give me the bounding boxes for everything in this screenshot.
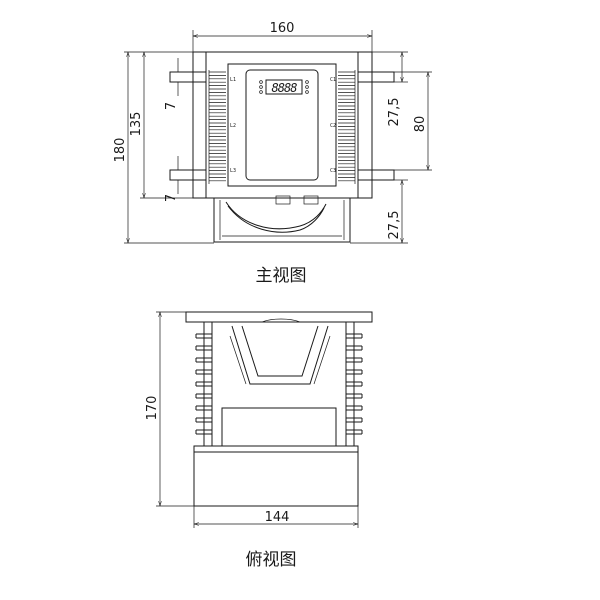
dim-label-right-upper: 27,5 — [387, 98, 402, 127]
heatsink-fins-right — [338, 70, 356, 184]
dim-top-height-170: 170 — [145, 311, 194, 507]
terminal-c1: C1 — [330, 77, 336, 83]
dim-right: 27,5 80 27,5 — [350, 51, 432, 244]
terminal-l1: L1 — [230, 77, 236, 83]
terminal-labels-right: C1 C2 C3 — [330, 77, 336, 174]
display-digits: 8888 — [272, 81, 298, 95]
terminal-c3: C3 — [330, 168, 336, 174]
terminal-l3: L3 — [230, 168, 236, 174]
dim-label-body-height: 135 — [129, 112, 144, 137]
top-heatsink-fins-left — [195, 322, 212, 446]
dim-label-top-height: 170 — [145, 396, 160, 421]
digital-display: 8888 — [259, 79, 309, 95]
dim-label-total-height: 180 — [113, 138, 128, 163]
dim-top-width-144: 144 — [193, 506, 359, 528]
heatsink-fins-left — [208, 70, 226, 184]
front-view-caption: 主视图 — [256, 266, 307, 286]
dim-spacing-7-upper: 7 — [164, 102, 179, 110]
front-view: 160 8888 — [113, 21, 432, 286]
dim-label-spacing-lower: 7 — [164, 194, 179, 202]
dim-spacing-7-lower: 7 — [164, 194, 179, 202]
terminal-c2: C2 — [330, 123, 336, 129]
right-brackets — [357, 71, 395, 181]
top-view-caption: 俯视图 — [246, 550, 297, 570]
left-brackets — [169, 58, 207, 194]
dim-label-top-width: 144 — [265, 510, 290, 525]
top-heatsink-fins-right — [346, 322, 363, 446]
dim-width-160: 160 — [192, 21, 373, 52]
terminal-labels-left: L1 L2 L3 — [230, 77, 236, 174]
dim-height-135: 135 — [129, 52, 193, 199]
dim-height-180: 180 — [113, 51, 214, 244]
dim-label-spacing-upper: 7 — [164, 102, 179, 110]
terminal-l2: L2 — [230, 123, 236, 129]
dim-label-width: 160 — [270, 21, 295, 36]
dim-label-right-middle: 80 — [413, 116, 428, 133]
top-view: 170 144 俯视图 — [145, 311, 373, 570]
dim-label-right-lower: 27,5 — [387, 211, 402, 240]
fan-housing — [213, 195, 351, 243]
